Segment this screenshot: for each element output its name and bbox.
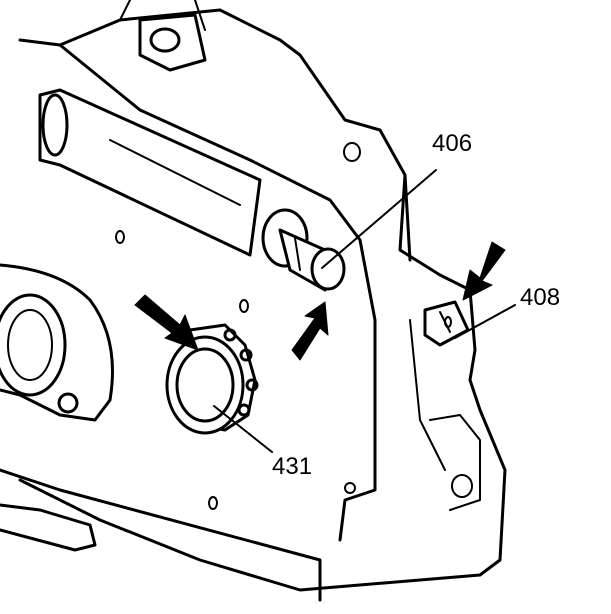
left-tube <box>38 88 262 257</box>
plug-406 <box>261 208 346 292</box>
arrow-408 <box>462 241 506 301</box>
leader-lines <box>213 169 516 453</box>
clip-408 <box>423 300 470 347</box>
seal-431 <box>165 323 259 435</box>
housing-outline <box>18 0 507 592</box>
callout-408: 408 <box>520 284 561 311</box>
mounting-holes <box>115 142 473 510</box>
arrow-431 <box>134 294 199 351</box>
callout-406: 406 <box>432 130 473 157</box>
upper-boss <box>138 13 207 72</box>
lower-rail <box>0 468 322 602</box>
callout-431: 431 <box>272 453 313 480</box>
arrow-406 <box>291 301 329 361</box>
left-seal <box>0 263 114 422</box>
